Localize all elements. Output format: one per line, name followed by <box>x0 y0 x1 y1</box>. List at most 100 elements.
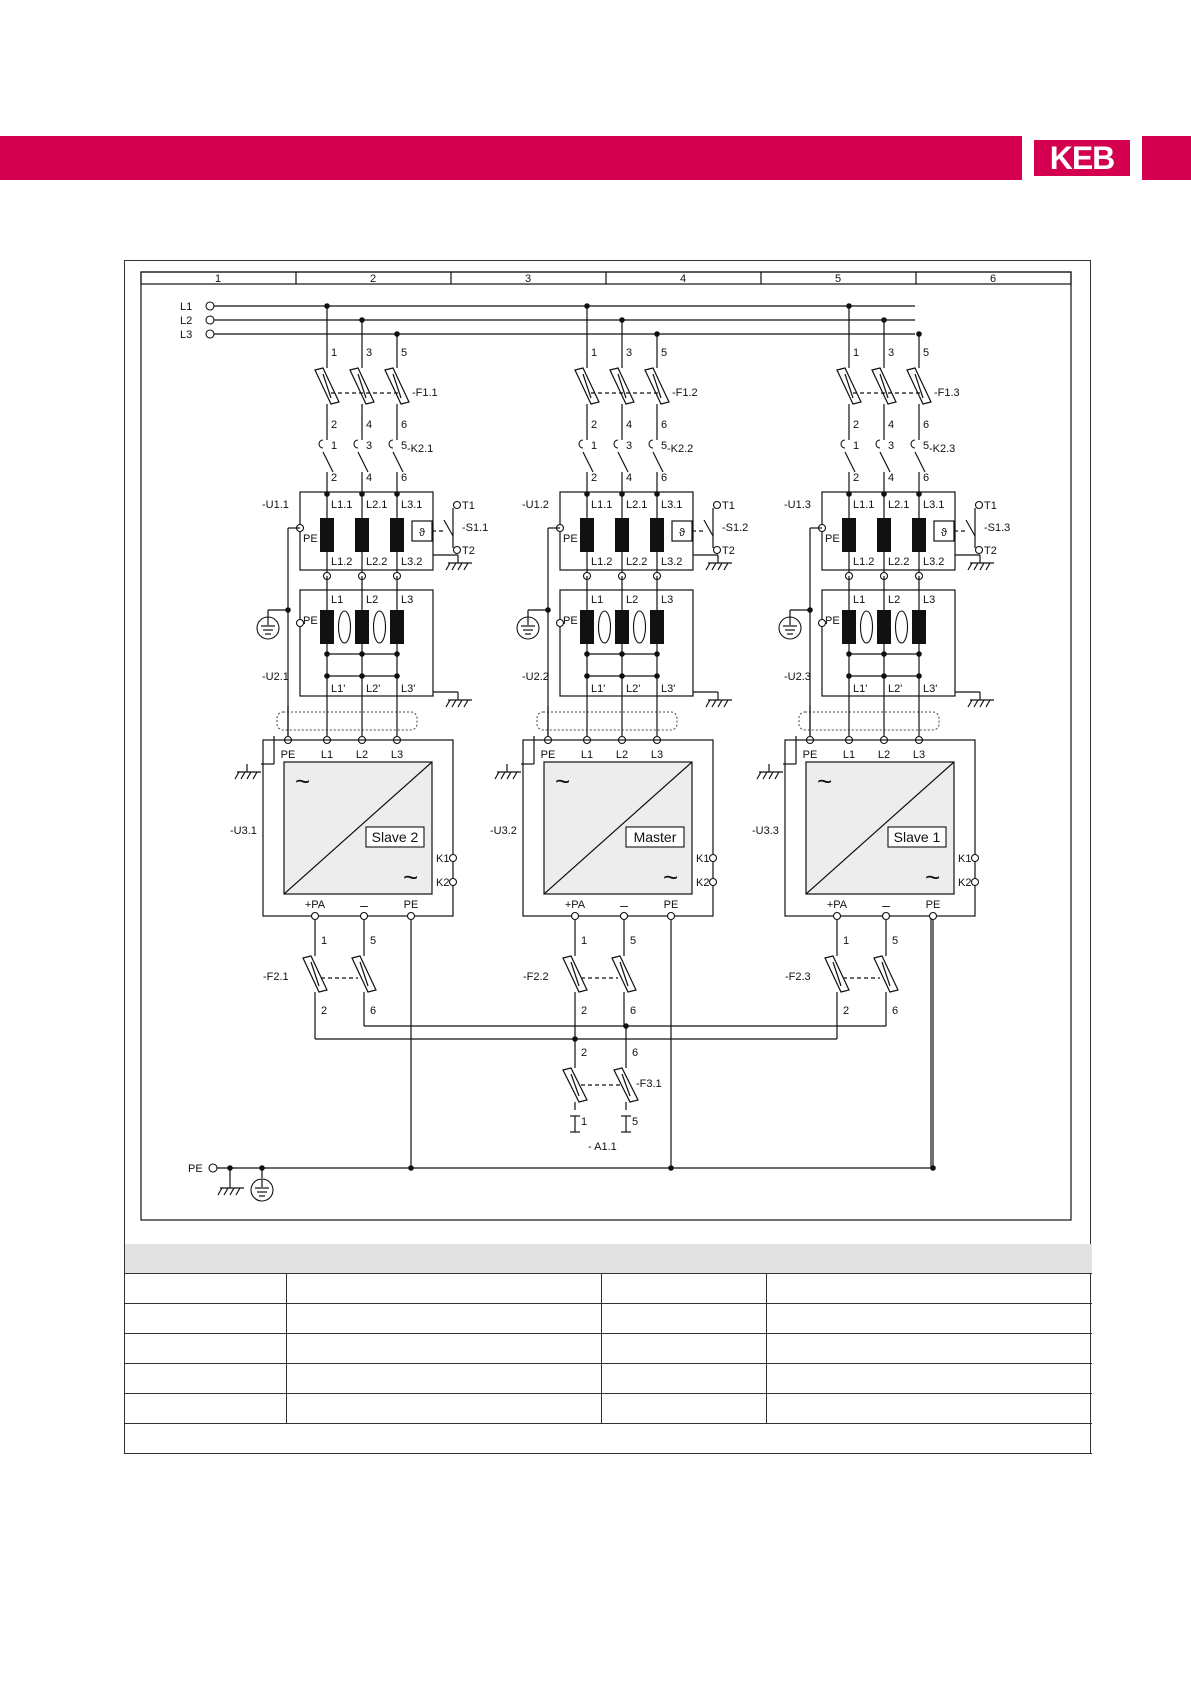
fuse-element <box>359 961 369 987</box>
fuse-element <box>844 373 854 399</box>
fuse-element <box>914 373 924 399</box>
table-cell <box>287 1334 602 1363</box>
contactor-contact <box>388 439 394 449</box>
junction-dot <box>916 331 922 337</box>
grid-column-label: 1 <box>215 273 221 285</box>
k1-terminal <box>970 853 980 863</box>
supply-label-l3: L3 <box>180 329 192 341</box>
brake-fuse-terminal-bottom: 1 <box>581 1116 587 1128</box>
inverter-terminal-out <box>881 911 891 921</box>
contactor-blade <box>617 451 629 473</box>
inverter-terminal-out <box>310 911 320 921</box>
contactor-terminal-in: 5 <box>661 440 667 452</box>
contactor-label: -K2.3 <box>929 443 955 455</box>
filter-terminal-out: L2' <box>888 683 902 695</box>
supply-terminal-l3 <box>205 329 215 339</box>
ground-hatch <box>723 699 729 708</box>
contactor-label: -K2.2 <box>667 443 693 455</box>
dc-fuse-terminal-in: 5 <box>630 935 636 947</box>
fuse-label: -F1.3 <box>934 387 960 399</box>
ground-hatch <box>500 771 506 780</box>
inverter-label: -U3.1 <box>230 825 257 837</box>
dc-fuse-terminal-in: 1 <box>581 935 587 947</box>
filter-terminal-in: L3 <box>923 594 935 606</box>
table-row <box>125 1424 1092 1454</box>
choke-core <box>615 518 629 552</box>
choke-terminal-in: L3.1 <box>923 499 944 511</box>
k1-terminal <box>708 853 718 863</box>
contactor-terminal-out: 6 <box>661 472 667 484</box>
contactor-terminal-in: 3 <box>366 440 372 452</box>
dc-fuse-terminal-out: 2 <box>321 1005 327 1017</box>
thermo-terminal-t1 <box>974 500 984 510</box>
fuse-element <box>652 373 662 399</box>
junction-dot <box>846 303 852 309</box>
inverter-role-label: Slave 1 <box>894 829 941 845</box>
table-cell <box>602 1304 767 1333</box>
inverter-pe-label: PE <box>404 899 419 911</box>
inverter-label: -U3.2 <box>490 825 517 837</box>
cable-shield <box>798 711 940 731</box>
dc-minus-label: – <box>360 897 368 913</box>
choke-core <box>842 518 856 552</box>
inverter-pe-label: PE <box>664 899 679 911</box>
filter-ferrite <box>337 610 352 644</box>
ground-hatch <box>512 771 518 780</box>
inverter-terminal-label: L1 <box>321 749 333 761</box>
dc-fuse-terminal-out: 6 <box>370 1005 376 1017</box>
filter-choke <box>615 610 629 644</box>
choke-terminal-out: L2.2 <box>888 556 909 568</box>
ground-hatch <box>705 562 711 571</box>
thermo-t1-label: T1 <box>722 500 735 512</box>
thermo-terminal-t1 <box>452 500 462 510</box>
contactor-terminal-in: 5 <box>401 440 407 452</box>
table-cell <box>287 1394 602 1423</box>
filter-terminal-out: L1' <box>853 683 867 695</box>
choke-core <box>650 518 664 552</box>
choke-terminal-in: L3.1 <box>661 499 682 511</box>
fuse-element <box>881 961 891 987</box>
thermo-switch-label: -S1.1 <box>462 522 488 534</box>
contactor-blade <box>322 451 334 473</box>
choke-terminal-in: L2.1 <box>888 499 909 511</box>
grid-column-label: 6 <box>990 273 996 285</box>
inverter-terminal-label: L3 <box>651 749 663 761</box>
ground-hatch <box>762 771 768 780</box>
table-cell <box>287 1364 602 1393</box>
ground-hatch <box>985 562 991 571</box>
fuse-element <box>570 1073 580 1097</box>
ground-hatch <box>768 771 774 780</box>
table-cell <box>602 1364 767 1393</box>
filter-terminal-out: L3' <box>923 683 937 695</box>
inverter-ac-out-symbol: ~ <box>925 862 940 892</box>
inverter-diagonal <box>283 761 433 895</box>
contactor-terminal-in: 3 <box>888 440 894 452</box>
table-cell <box>125 1274 287 1303</box>
ground-hatch <box>979 699 985 708</box>
fuse-terminal-out: 6 <box>923 419 929 431</box>
thermo-switch-blade <box>443 519 454 537</box>
ground-hatch <box>774 771 780 780</box>
drawing-area <box>140 271 1072 1221</box>
fuse-terminal-in: 5 <box>401 347 407 359</box>
inverter-box <box>262 739 454 917</box>
inverter-terminal-out <box>359 911 369 921</box>
contactor-contact <box>840 439 846 449</box>
filter-choke <box>320 610 334 644</box>
junction-dot <box>654 331 660 337</box>
role-label-box <box>887 826 947 848</box>
thermo-symbol: ϑ <box>941 527 947 539</box>
junction-dot <box>881 317 887 323</box>
choke-terminal-out: L1.2 <box>591 556 612 568</box>
table-cell <box>125 1364 287 1393</box>
choke-terminal-in: L1.1 <box>853 499 874 511</box>
junction-dot <box>394 331 400 337</box>
fuse-element <box>832 961 842 987</box>
choke-terminal-in: L3.1 <box>401 499 422 511</box>
supply-label-l2: L2 <box>180 315 192 327</box>
thermo-t1-label: T1 <box>462 500 475 512</box>
fuse-element <box>310 961 320 987</box>
filter-terminal-out: L1' <box>331 683 345 695</box>
grid-column-label: 3 <box>525 273 531 285</box>
choke-core <box>390 518 404 552</box>
